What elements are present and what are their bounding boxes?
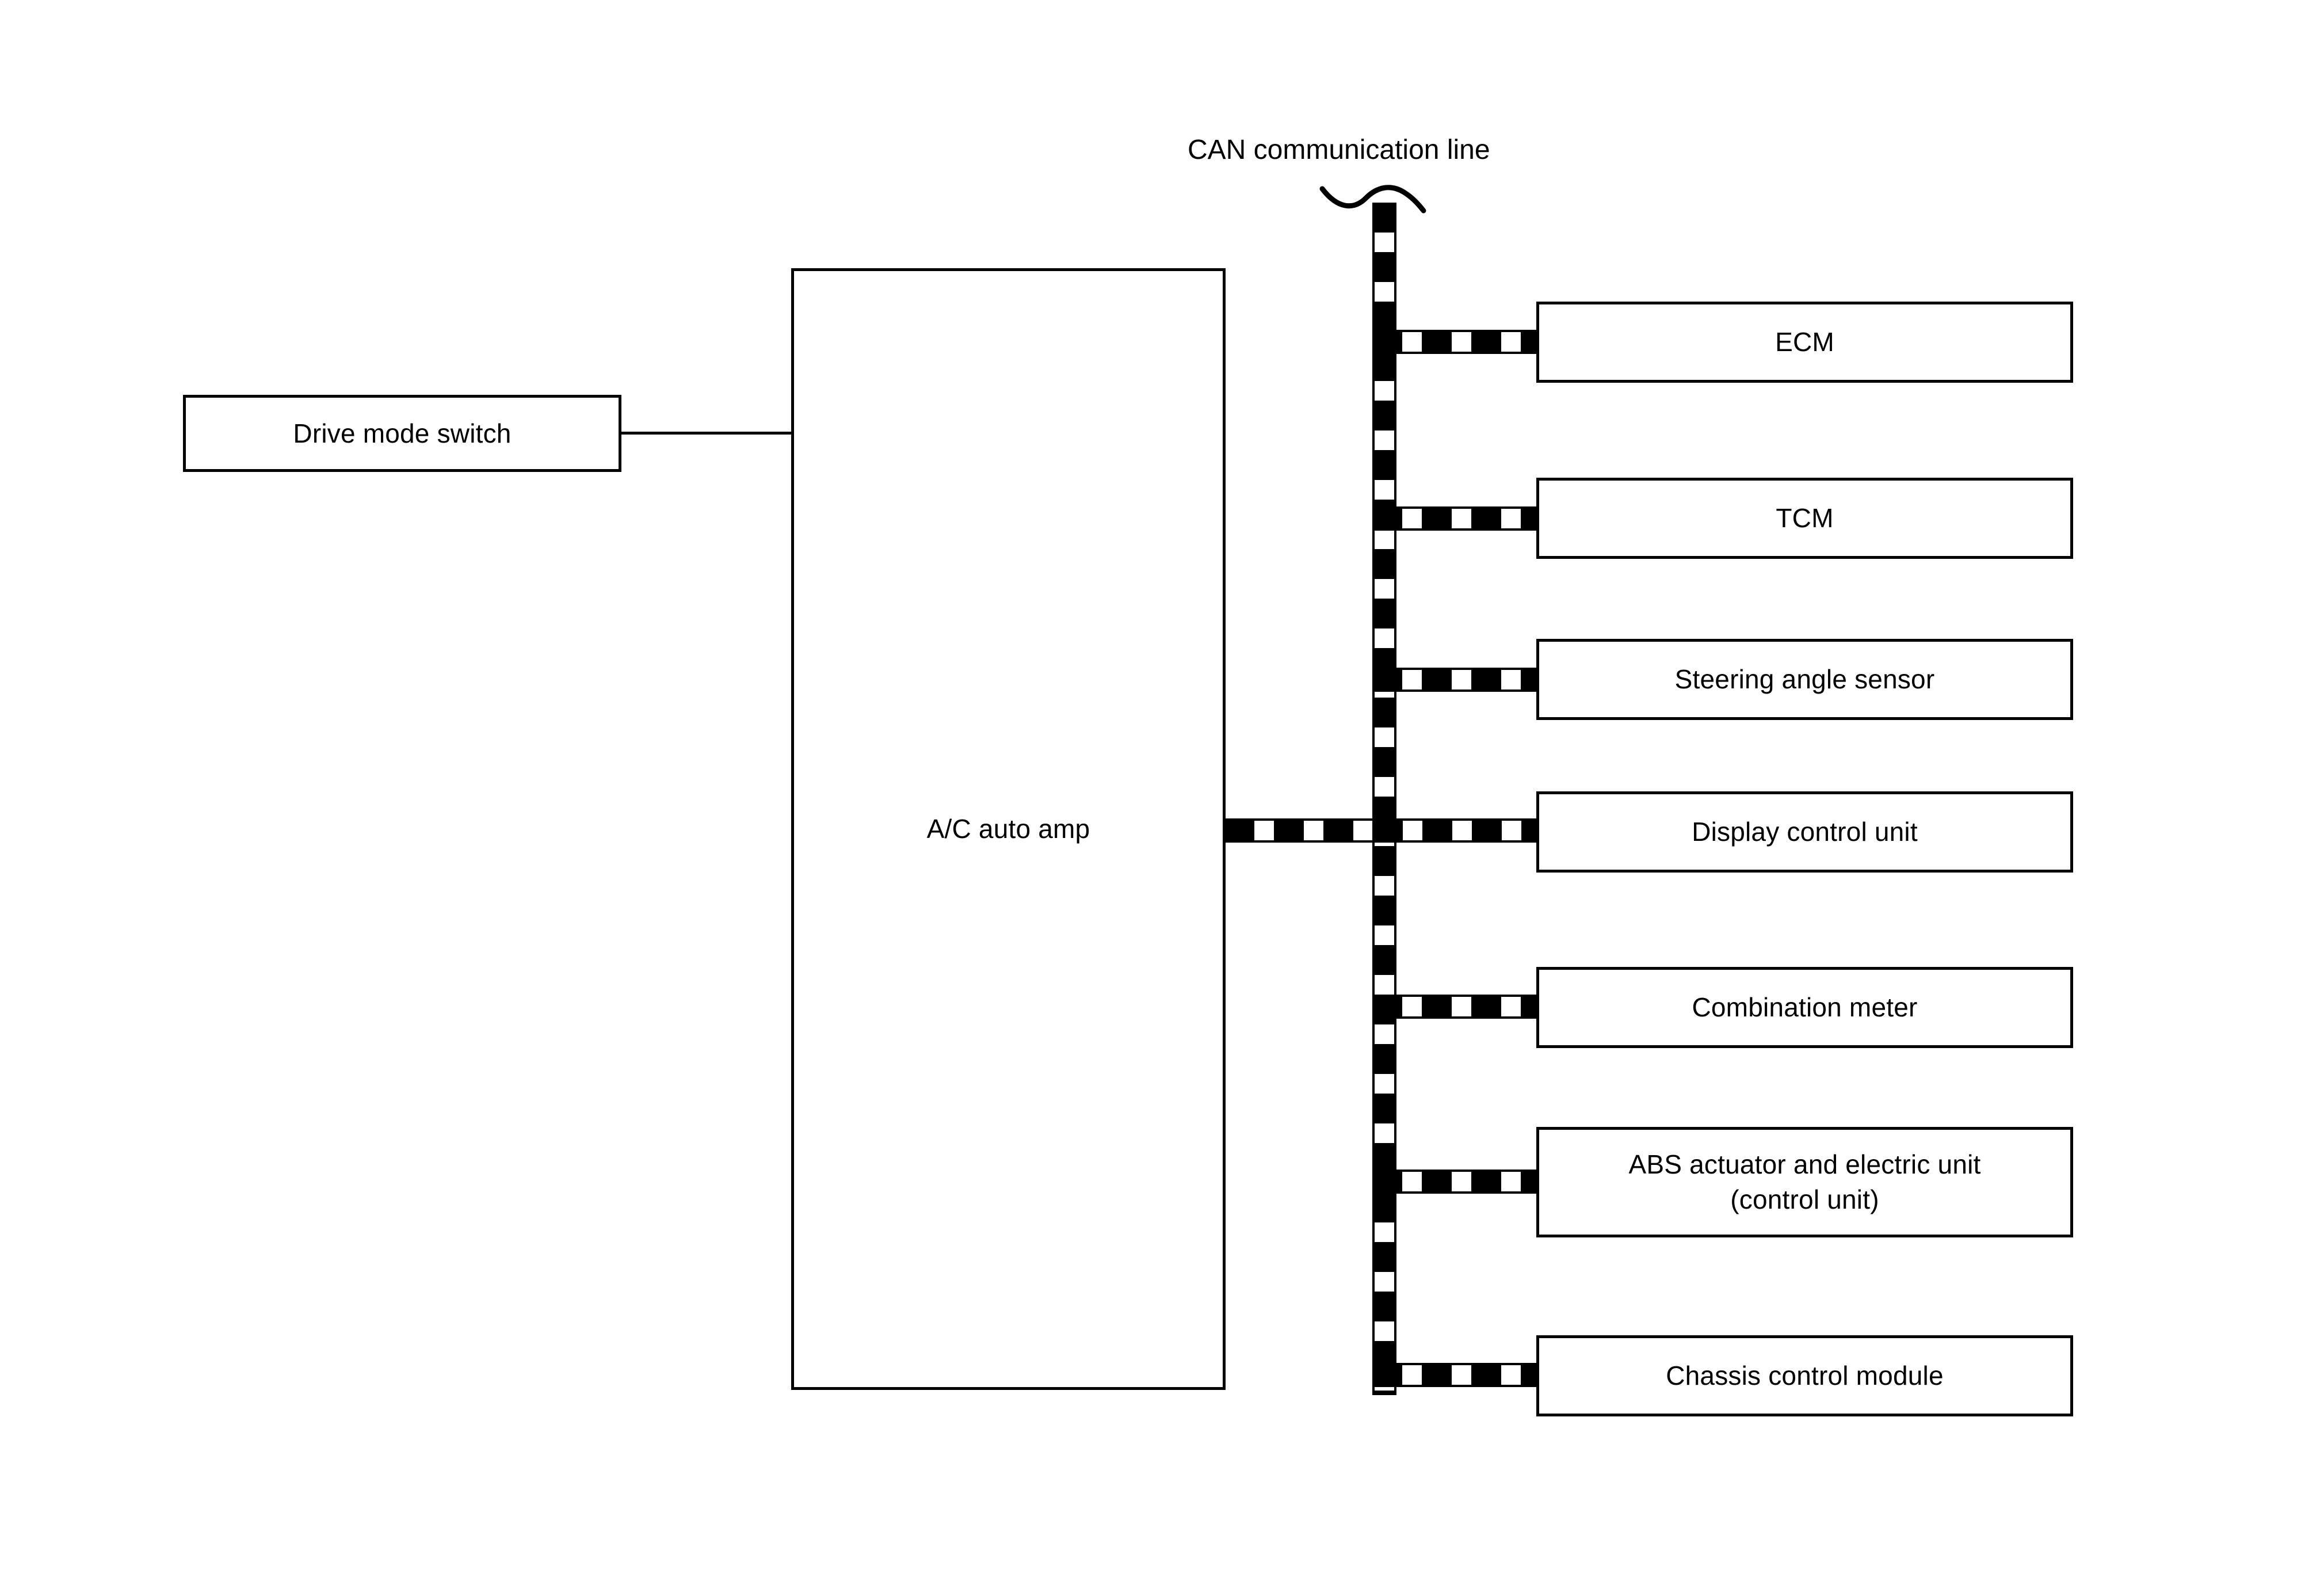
can-joint-abs-actuator bbox=[1372, 1170, 1396, 1194]
can-branch-chassis-control-module bbox=[1372, 1363, 1539, 1387]
can-branch-ecm bbox=[1372, 330, 1539, 354]
can-joint-combination-meter bbox=[1372, 995, 1396, 1019]
box-ecm[interactable]: ECM bbox=[1536, 302, 2073, 383]
can-bus-vertical-trunk bbox=[1372, 203, 1396, 1395]
can-joint-ecm bbox=[1372, 330, 1396, 354]
box-steering-angle-sensor[interactable]: Steering angle sensor bbox=[1536, 639, 2073, 720]
can-joint-display-control-unit bbox=[1372, 818, 1396, 843]
box-combination-meter[interactable]: Combination meter bbox=[1536, 967, 2073, 1048]
can-communication-line-label: CAN communication line bbox=[1188, 135, 1490, 165]
link-drive-mode-switch-to-ac-auto-amp bbox=[619, 432, 795, 435]
box-chassis-control-module[interactable]: Chassis control module bbox=[1536, 1335, 2073, 1416]
can-line-squiggle-cap-icon bbox=[1319, 185, 1426, 214]
box-tcm[interactable]: TCM bbox=[1536, 478, 2073, 559]
box-drive-mode-switch[interactable]: Drive mode switch bbox=[183, 395, 621, 472]
box-abs-actuator-and-electric-unit[interactable]: ABS actuator and electric unit (control … bbox=[1536, 1127, 2073, 1237]
can-branch-combination-meter bbox=[1372, 995, 1539, 1019]
can-branch-abs-actuator bbox=[1372, 1170, 1539, 1194]
box-ac-auto-amp[interactable]: A/C auto amp bbox=[791, 268, 1226, 1390]
can-branch-steering-angle-sensor bbox=[1372, 668, 1539, 692]
box-display-control-unit[interactable]: Display control unit bbox=[1536, 791, 2073, 873]
can-joint-chassis-control-module bbox=[1372, 1363, 1396, 1387]
can-joint-tcm bbox=[1372, 506, 1396, 531]
can-joint-steering-angle-sensor bbox=[1372, 668, 1396, 692]
can-branch-tcm bbox=[1372, 506, 1539, 531]
